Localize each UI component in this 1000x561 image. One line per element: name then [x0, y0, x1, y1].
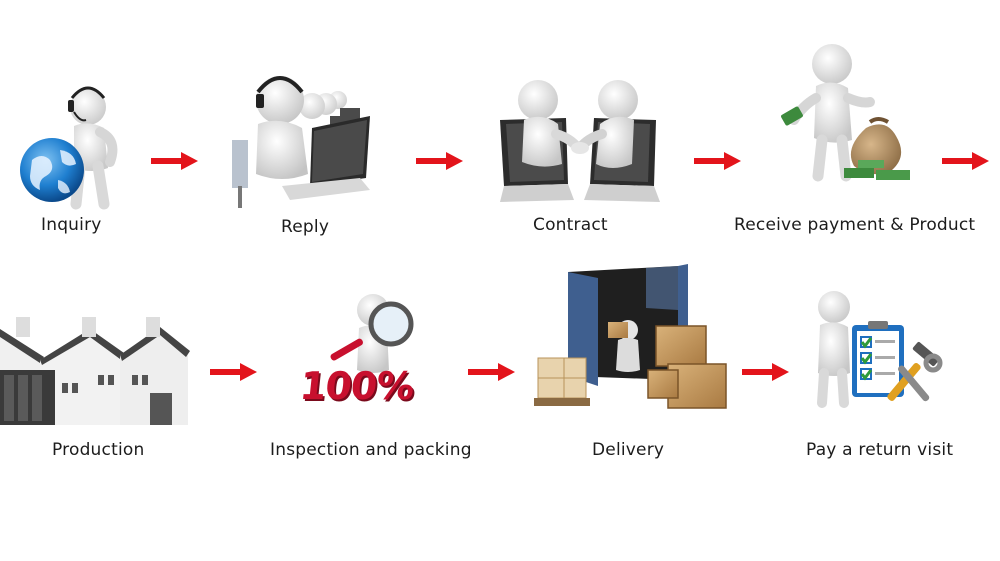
globe-person-headset-icon: [20, 86, 118, 210]
handshake-laptop-icon: [500, 80, 660, 202]
magnifier-100-percent-icon: [330, 294, 414, 373]
arrow-right-icon: [151, 152, 198, 170]
step-label: Contract: [533, 215, 608, 235]
checklist-tools-icon: [817, 291, 943, 408]
step-label: Reply: [281, 217, 330, 237]
call-center-agents-icon: [232, 76, 370, 208]
step-contract: Contract: [490, 0, 670, 240]
arrow-right-icon: [210, 363, 257, 381]
shipping-container-boxes-icon: [534, 264, 727, 409]
step-label: Pay a return visit: [806, 440, 954, 460]
arrow-right-icon: [742, 363, 789, 381]
step-inquiry: Inquiry: [0, 0, 160, 240]
percent-badge: 100%: [297, 364, 416, 408]
step-inspection: 100% Inspection and packing: [260, 280, 500, 470]
step-reply: Reply: [215, 0, 395, 240]
step-label: Delivery: [592, 440, 665, 460]
person-money-bag-icon: [781, 44, 910, 182]
arrow-right-icon: [468, 363, 515, 381]
step-label: Receive payment & Product: [734, 215, 976, 235]
arrow-right-icon: [416, 152, 463, 170]
step-label: Production: [52, 440, 145, 460]
step-label: Inspection and packing: [270, 440, 472, 460]
step-production: Production: [0, 300, 200, 470]
factory-icon: [0, 317, 190, 425]
step-delivery: Delivery: [520, 260, 740, 470]
step-receive-payment: Receive payment & Product: [730, 0, 1000, 240]
step-return-visit: Pay a return visit: [790, 280, 990, 470]
arrow-right-icon: [694, 152, 741, 170]
step-label: Inquiry: [41, 215, 102, 235]
arrow-right-icon: [942, 152, 989, 170]
